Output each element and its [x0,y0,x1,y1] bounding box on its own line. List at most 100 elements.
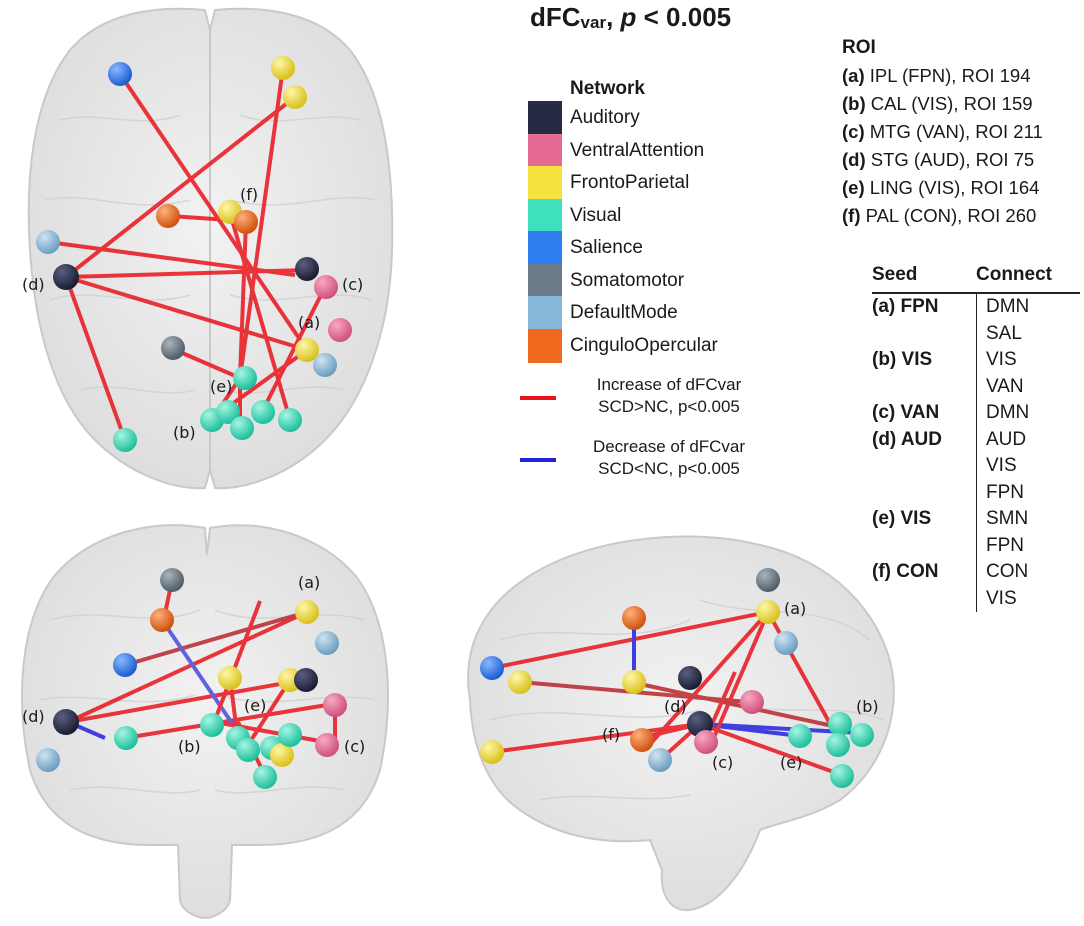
swatch [528,101,562,136]
node-frontoparietal [622,670,646,694]
axial-label-a: (a) [298,313,320,332]
swatch [528,198,562,233]
node-cingulo-opercular-f [234,210,258,234]
node-cingulo-opercular [156,204,180,228]
node-frontoparietal-a [295,600,319,624]
roi-list: ROI (a) IPL (FPN), ROI 194 (b) CAL (VIS)… [842,34,1043,230]
node-visual [278,408,302,432]
node-visual [216,400,240,424]
swatch [528,133,562,168]
node-default-mode [36,748,60,772]
increase-line-swatch [520,396,556,400]
legend-label: Auditory [570,107,640,129]
node-visual-b [850,723,874,747]
node-visual [114,726,138,750]
legend-item-default-mode: DefaultMode [528,296,718,331]
coronal-view: (a) (e) (d) (b) (c) [21,524,389,920]
legend-item-cingulo-opercular: CinguloOpercular [528,328,718,363]
node-visual [278,723,302,747]
column-divider [976,294,977,612]
node-frontoparietal [271,56,295,80]
axial-view: (f) (d) (c) (a) (e) (b) [22,7,394,490]
node-auditory-d [53,264,79,290]
legend-label: Visual [570,204,622,226]
node-default-mode [36,230,60,254]
legend-label: VentralAttention [570,139,705,161]
swatch [528,166,562,201]
swatch [528,263,562,298]
node-cingulo-opercular [622,606,646,630]
table-row: FPN [986,481,1024,503]
node-default-mode [315,631,339,655]
table-row: FPN [986,534,1024,556]
node-auditory [294,668,318,692]
swatch [528,328,562,363]
roi-item: (b) CAL (VIS), ROI 159 [842,93,1033,114]
axial-nodes [36,56,352,452]
swatch [528,231,562,266]
node-ventral-attention [323,693,347,717]
node-auditory-d [53,709,79,735]
node-frontoparietal [270,743,294,767]
network-legend-heading: Network [570,78,645,99]
coronal-label-a: (a) [298,573,320,592]
node-visual [253,765,277,789]
sagittal-label-f: (f) [602,725,620,744]
legend-label: CinguloOpercular [570,334,718,356]
coronal-label-e: (e) [244,696,266,715]
node-salience [108,62,132,86]
seed-table-header: Seed Connect [872,264,1080,294]
sagittal-label-a: (a) [784,599,806,618]
legend-item-fronto-parietal: FrontoParietal [528,166,718,201]
node-visual [230,416,254,440]
node-visual-e [233,366,257,390]
sagittal-label-e: (e) [780,753,802,772]
node-frontoparietal [283,85,307,109]
seed-column-header: Seed [872,264,918,285]
node-visual-b [200,713,224,737]
node-frontoparietal [218,666,242,690]
coronal-edges [67,579,337,776]
sagittal-brain-outline [467,535,895,912]
legend-label: DefaultMode [570,302,678,324]
axial-label-f: (f) [240,185,258,204]
node-visual-e [788,724,812,748]
node-somatomotor [161,336,185,360]
node-ventral-attention [328,318,352,342]
node-cingulo-opercular [150,608,174,632]
legend-label: Somatomotor [570,269,685,291]
node-frontoparietal-a [295,338,319,362]
node-somatomotor [756,568,780,592]
axial-label-e: (e) [210,377,232,396]
node-salience [113,653,137,677]
connect-column-header: Connect [976,264,1052,285]
node-ventral-attention-c [694,730,718,754]
node-auditory [678,666,702,690]
roi-item: (f) PAL (CON), ROI 260 [842,205,1037,226]
decrease-line-swatch [520,458,556,462]
swatch [528,296,562,331]
node-visual [113,428,137,452]
node-visual [251,400,275,424]
roi-heading: ROI [842,37,876,58]
table-row: SAL [986,322,1022,344]
node-ventral-attention [740,690,764,714]
coronal-label-b: (b) [178,737,201,756]
node-default-mode [648,748,672,772]
table-row: VIS [986,455,1017,476]
roi-item: (e) LING (VIS), ROI 164 [842,177,1040,198]
roi-item: (d) STG (AUD), ROI 75 [842,149,1035,170]
sagittal-label-b: (b) [856,697,879,716]
node-visual [828,712,852,736]
roi-item: (c) MTG (VAN), ROI 211 [842,121,1043,142]
figure-title: dFCvar, p < 0.005 [530,2,732,32]
legend-item-auditory: Auditory [528,101,718,136]
legend-item-visual: Visual [528,198,718,233]
roi-item: (a) IPL (FPN), ROI 194 [842,65,1031,86]
